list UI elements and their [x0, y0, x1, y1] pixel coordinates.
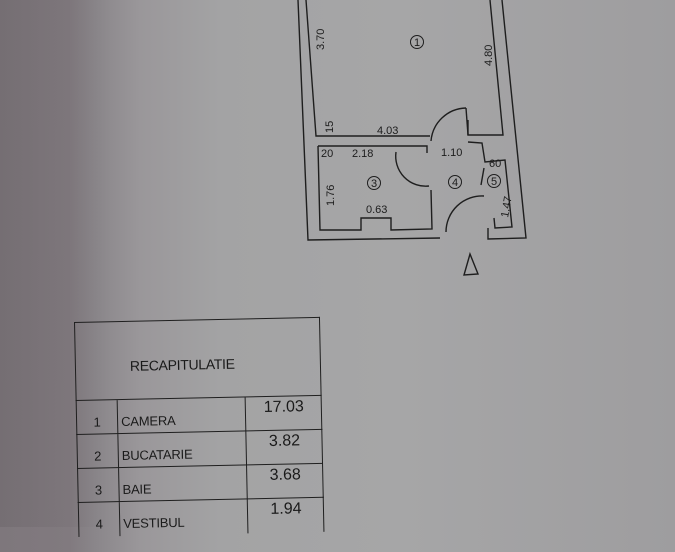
- row-room-name: CAMERA: [120, 412, 176, 430]
- summary-table: RECAPITULATIE 1 CAMERA 17.03 2 BUCATARIE…: [74, 316, 325, 552]
- dim-room3-height: 1.76: [325, 185, 337, 206]
- room3-number: 3: [371, 178, 377, 190]
- room1-marker-icon: [410, 35, 424, 49]
- dim-room1-width: 4.03: [377, 125, 398, 137]
- room4-marker-icon: [448, 175, 462, 189]
- row-number: 3: [78, 468, 120, 503]
- door-room5: [480, 167, 485, 186]
- dim-room3-width: 2.18: [352, 148, 373, 160]
- dim-room5-height: 1.47: [499, 195, 515, 218]
- dim-room4-width: 1.10: [441, 147, 462, 159]
- outer-wall-right: [487, 0, 527, 240]
- room1-inner-right: [467, 0, 504, 136]
- dim-room1-left: 3.70: [315, 29, 327, 50]
- dim-room3-niche: 0.63: [366, 204, 387, 216]
- room1-inner-left: [305, 0, 430, 137]
- summary-table-header: RECAPITULATIE: [74, 316, 322, 401]
- row-area: 1.94: [246, 497, 325, 534]
- row-area: 17.03: [244, 395, 323, 432]
- outer-wall-left: [297, 0, 441, 241]
- dim-wall-15: 15: [324, 121, 336, 133]
- dim-room5-width: 60: [489, 158, 501, 170]
- room3-walls: [317, 145, 433, 231]
- dim-wall-20: 20: [321, 148, 333, 160]
- door-arc-entrance: [445, 195, 485, 233]
- row-room-name: BAIE: [122, 481, 152, 498]
- room4-number: 4: [452, 177, 458, 189]
- row-number: 2: [77, 434, 120, 469]
- row-area: 3.82: [245, 429, 324, 466]
- floor-plan-drawing: 1 3 4 5 3.70 4.80 4.03 15 20 2.18 1.76 0…: [297, 0, 527, 276]
- room5-number: 5: [491, 176, 497, 188]
- row-number: 1: [76, 400, 119, 435]
- door-arc-room1: [430, 107, 467, 142]
- door-arc-room3: [395, 151, 430, 187]
- room1-number: 1: [414, 37, 420, 49]
- row-area: 3.68: [246, 463, 324, 500]
- row-room-name: BUCATARIE: [121, 446, 193, 464]
- row-room-name: VESTIBUL: [123, 514, 185, 532]
- room5-walls: [467, 141, 513, 229]
- paper-fold-shadow: [0, 0, 110, 527]
- room5-marker-icon: [487, 174, 501, 188]
- table-row: 4 VESTIBUL 1.94: [77, 496, 325, 537]
- row-number: 4: [78, 502, 121, 537]
- entrance-triangle-icon: [463, 251, 480, 276]
- summary-table-title: RECAPITULATIE: [129, 355, 235, 374]
- dim-room1-right: 4.80: [483, 45, 495, 66]
- room3-marker-icon: [367, 176, 381, 190]
